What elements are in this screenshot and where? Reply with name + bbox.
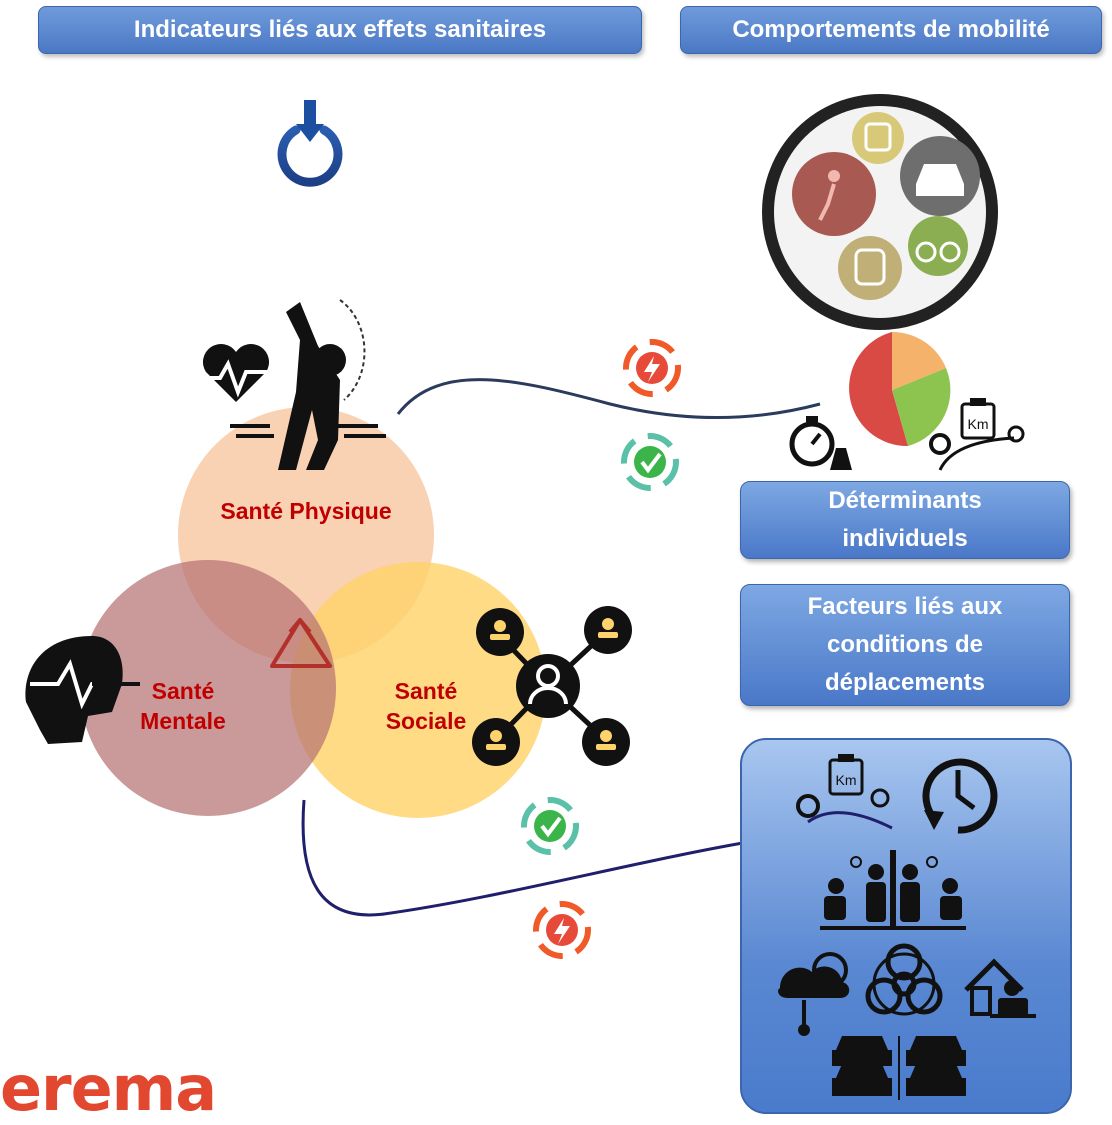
stretching-person-icon <box>230 299 386 470</box>
mentale-line2: Mentale <box>140 708 226 734</box>
label-sante-sociale: Santé Sociale <box>366 676 486 736</box>
modal-share-pie-icon <box>849 331 951 447</box>
risk-icon-bottom <box>533 901 591 959</box>
km-label-top: Km <box>968 416 989 432</box>
distance-km-icon-top: Km <box>929 398 1025 471</box>
sociale-line1: Santé <box>394 678 458 704</box>
box-facteurs-conditions: Facteurs liés aux conditions de déplacem… <box>740 584 1070 706</box>
box-determinants-individuels: Déterminants individuels <box>740 481 1070 559</box>
circle-sante-mentale <box>80 560 336 816</box>
mentale-line1: Santé <box>151 678 215 704</box>
clock-history-icon <box>922 758 998 834</box>
header-health-indicators: Indicateurs liés aux effets sanitaires <box>38 6 642 54</box>
traffic-jam-icon <box>832 1036 966 1100</box>
recycle-icon <box>270 618 332 668</box>
distance-km-icon: Km <box>796 754 893 830</box>
connector-curve-top <box>396 378 821 420</box>
km-label-panel-front: Km <box>836 772 857 788</box>
risk-icon-top <box>623 339 681 397</box>
transport-modes-icon <box>762 94 998 330</box>
label-sante-physique: Santé Physique <box>220 498 392 524</box>
cerema-logo: erema <box>0 1052 217 1125</box>
sociale-line2: Sociale <box>385 708 467 734</box>
biohazard-icon <box>865 943 943 1016</box>
header-mobility-behaviours: Comportements de mobilité <box>680 6 1102 54</box>
label-sante-mentale: Santé Mentale <box>118 676 248 736</box>
determinants-line1: Déterminants <box>828 487 982 514</box>
heart-pulse-icon <box>198 343 272 402</box>
facteurs-line1: Facteurs liés aux <box>807 593 1003 620</box>
head-pulse-icon <box>25 636 140 744</box>
benefit-icon-top <box>621 433 679 491</box>
determinants-line2: individuels <box>842 525 968 552</box>
crowded-transport-icon <box>820 850 966 930</box>
facteurs-line2: conditions de <box>827 631 983 658</box>
benefit-icon-bottom <box>521 797 579 855</box>
facteurs-line3: déplacements <box>824 669 986 696</box>
weather-icon <box>778 952 850 1036</box>
download-power-icon <box>277 100 343 187</box>
stopwatch-icon <box>789 416 852 470</box>
telework-house-icon <box>964 958 1036 1018</box>
social-network-icon <box>472 606 632 766</box>
